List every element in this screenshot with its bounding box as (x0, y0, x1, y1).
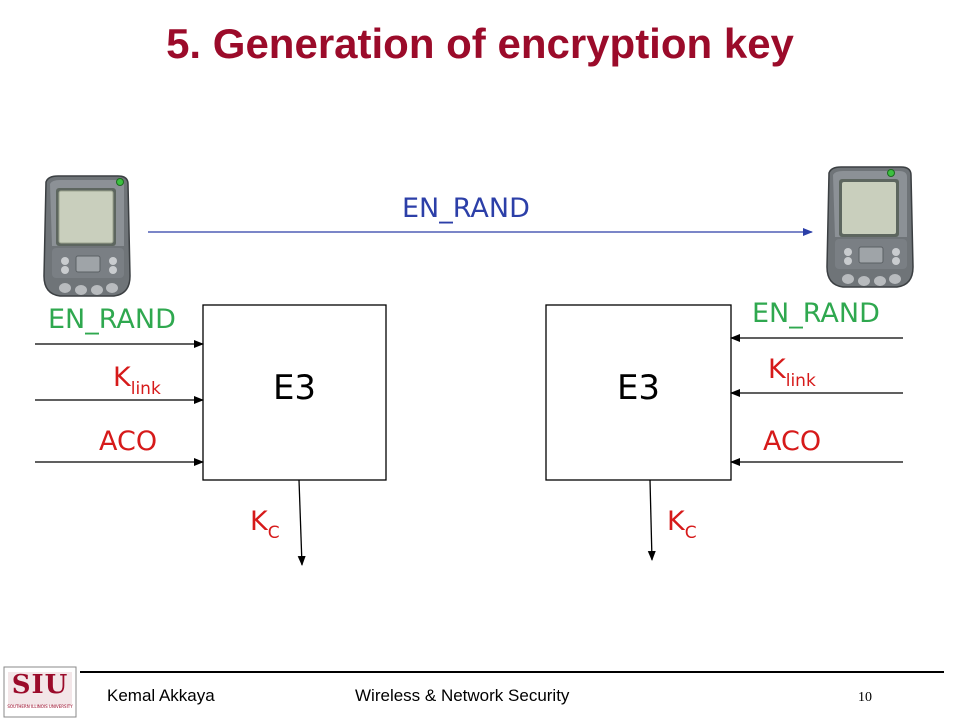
left-e3-box (202, 304, 387, 481)
right-en-rand-label: EN_RAND (752, 298, 880, 329)
left-aco-label: ACO (99, 426, 158, 457)
left-pda-device-icon (43, 175, 131, 297)
left-kc-output-arrow (297, 479, 306, 566)
right-klink-label: Klink (768, 354, 816, 391)
right-kc-label: KC (667, 506, 697, 543)
left-klink-sub: link (130, 379, 161, 399)
right-kc-sub: C (684, 523, 697, 543)
footer-course: Wireless & Network Security (355, 686, 570, 705)
footer-page-number: 10 (858, 690, 872, 705)
siu-logo (3, 666, 77, 718)
left-klink-main: K (113, 362, 131, 393)
left-en-rand-label: EN_RAND (48, 304, 176, 335)
right-e3-box (545, 304, 732, 481)
left-klink-label: Klink (113, 362, 161, 399)
right-kc-main: K (667, 506, 685, 537)
slide-title: 5. Generation of encryption key (166, 20, 794, 67)
left-e3-label: E3 (272, 368, 317, 408)
siu-logo-subtext: SOUTHERN ILLINOIS UNIVERSITY (7, 704, 73, 709)
left-kc-sub: C (267, 523, 280, 543)
footer-author: Kemal Akkaya (107, 686, 215, 705)
left-kc-main: K (250, 506, 268, 537)
right-klink-sub: link (785, 371, 816, 391)
right-klink-main: K (768, 354, 786, 385)
right-pda-device-icon (826, 166, 914, 288)
left-kc-label: KC (250, 506, 280, 543)
top-en-rand-label: EN_RAND (402, 193, 530, 224)
siu-logo-text: SIU (11, 670, 69, 700)
right-aco-label: ACO (763, 426, 822, 457)
right-e3-label: E3 (616, 368, 661, 408)
right-kc-output-arrow (647, 479, 656, 561)
